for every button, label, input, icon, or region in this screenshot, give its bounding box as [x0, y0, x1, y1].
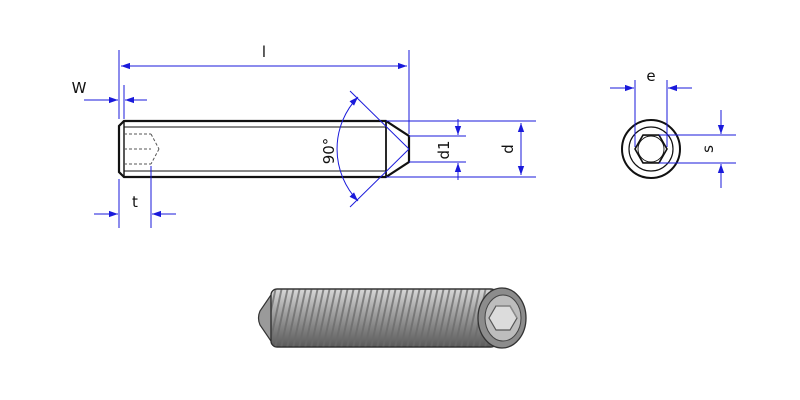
screw-outline	[117, 119, 411, 179]
end-view	[621, 119, 681, 179]
dimension-chamfer-width: W	[72, 79, 147, 119]
render-thread-grooves	[271, 289, 497, 347]
chamfer-width-label: W	[72, 79, 87, 97]
end-view-outer-circle	[621, 119, 681, 179]
point-diameter-label: d1	[435, 140, 453, 159]
dimension-point-diameter: d1	[409, 119, 466, 180]
hex-socket-outline	[634, 134, 668, 164]
hex-corners-label: e	[646, 67, 655, 85]
point-angle-label: 90°	[320, 138, 338, 165]
length-label: l	[262, 43, 266, 61]
socket-depth-label: t	[132, 193, 138, 211]
dimension-thread-diameter: d	[386, 120, 536, 178]
hex-flats-label: s	[699, 145, 717, 153]
hex-socket-circle	[637, 135, 665, 163]
dimension-hex-flats: s	[659, 110, 736, 188]
screw-render	[257, 287, 527, 349]
dimension-socket-depth: t	[94, 166, 176, 228]
dimension-point-angle: 90°	[320, 90, 410, 208]
render-point	[257, 290, 274, 346]
dimension-hex-corners: e	[610, 67, 692, 147]
end-view-inner-circle	[628, 126, 674, 172]
thread-diameter-label: d	[499, 144, 517, 154]
hidden-socket	[124, 133, 160, 165]
side-view	[117, 119, 411, 179]
